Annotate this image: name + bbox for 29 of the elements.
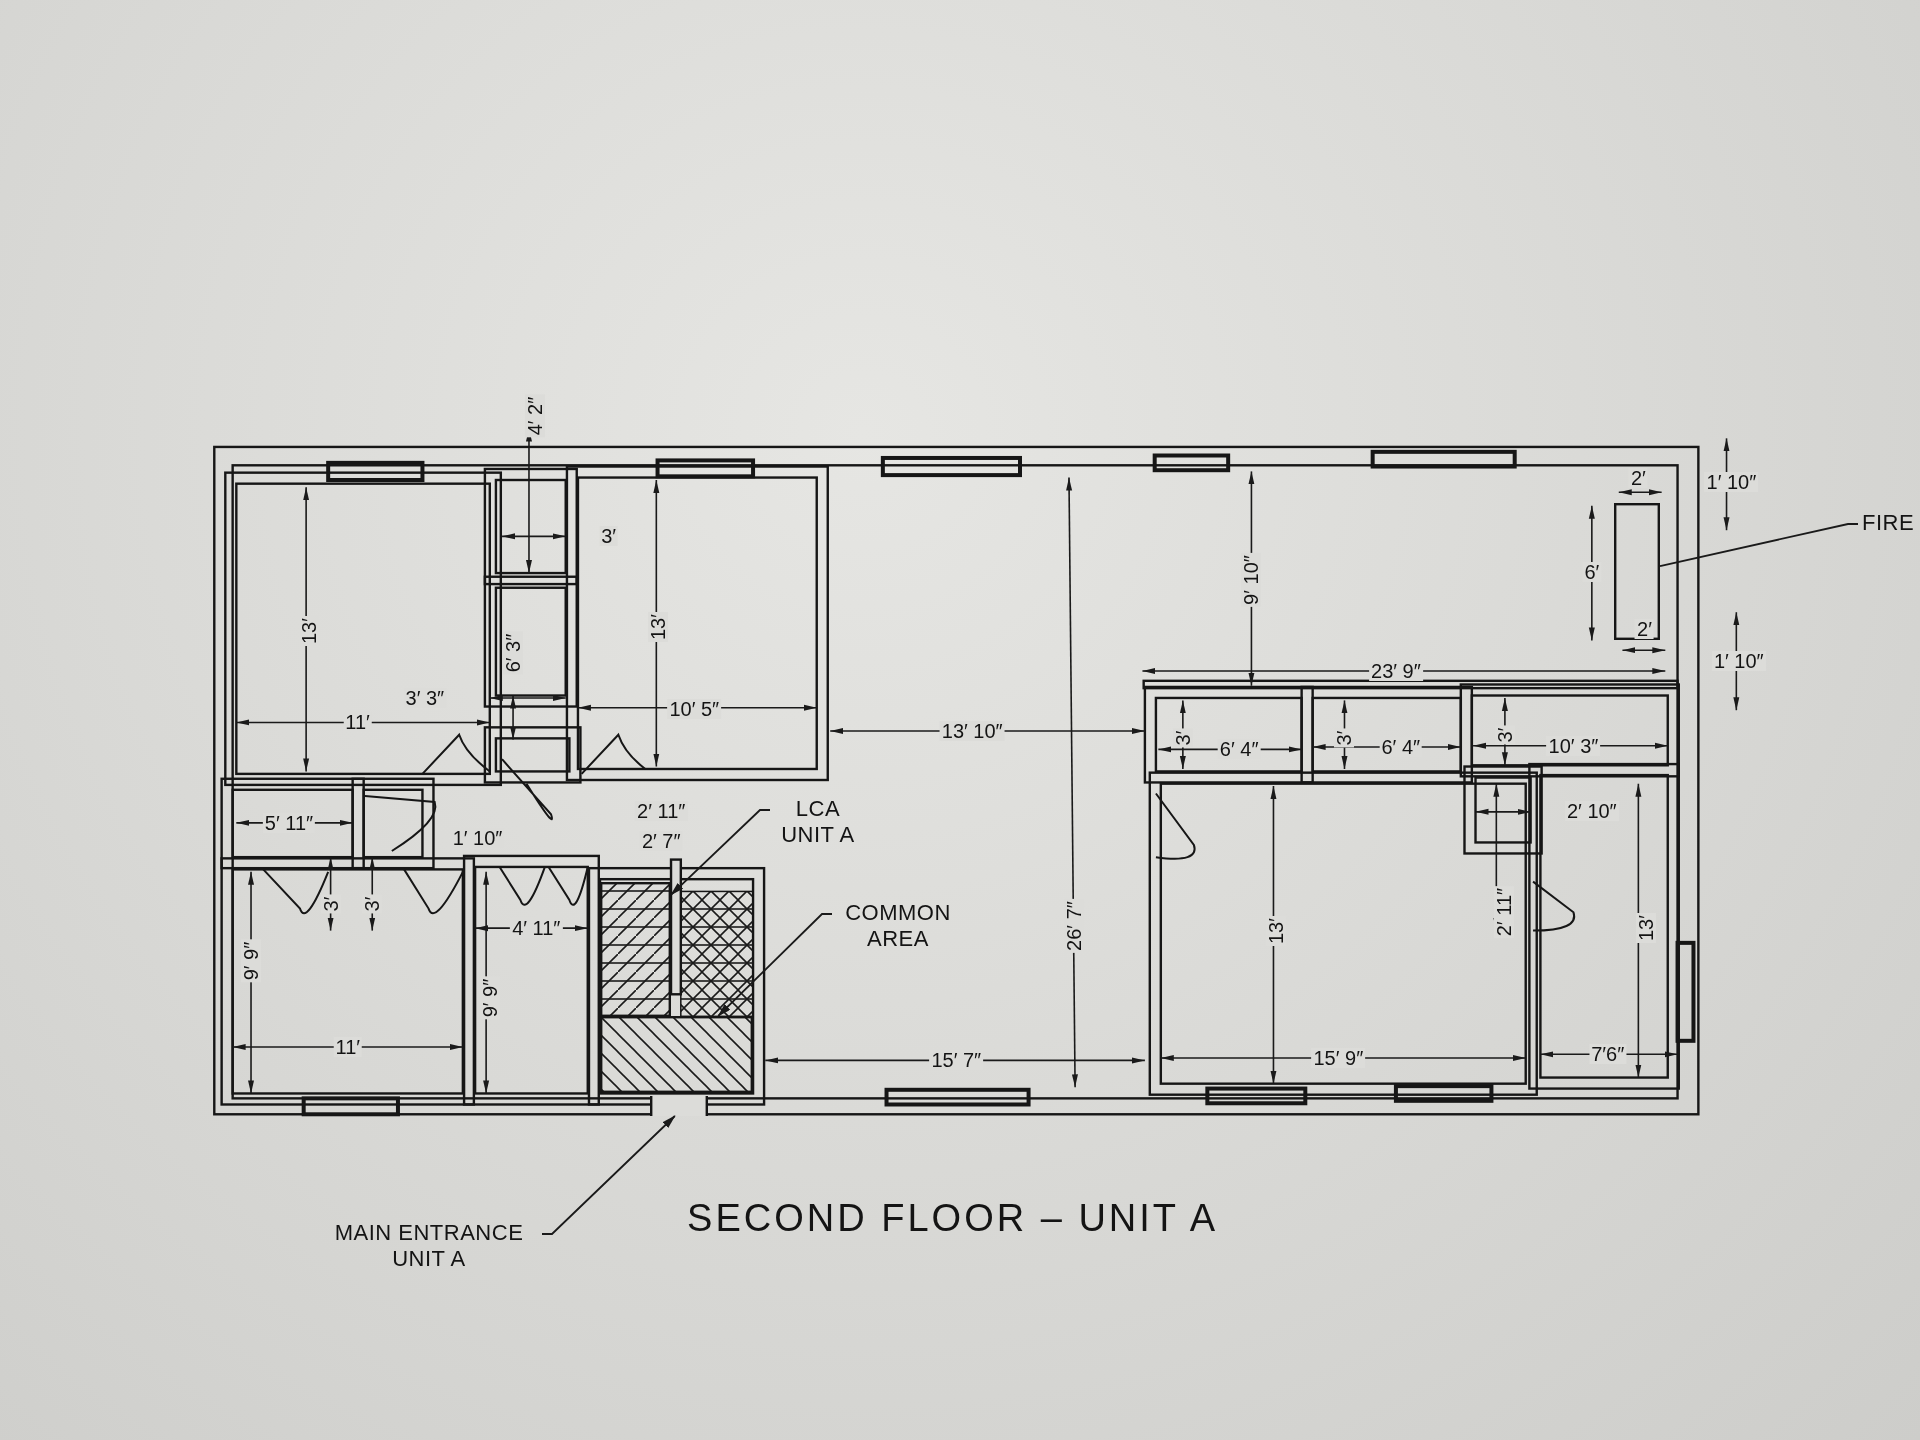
dimension-label: 6′: [1582, 561, 1602, 582]
drawing-title: SECOND FLOOR – UNIT A: [687, 1196, 1219, 1240]
callout-label: COMMON AREA: [844, 900, 952, 953]
dimension-label: 3′: [1334, 728, 1355, 748]
dimension-label: 23′ 9″: [1369, 661, 1423, 681]
dimension-label: 4′ 2″: [525, 395, 546, 438]
callout-label: MAIN ENTRANCE UNIT A: [333, 1220, 525, 1273]
dimension-label: 9′ 9″: [241, 939, 261, 983]
callout-label: FIRE: [1860, 510, 1916, 537]
dimension-label: 6′ 3″: [503, 631, 524, 674]
dimension-label: 1′ 10″: [1704, 472, 1759, 493]
leader-line: [717, 913, 833, 1017]
dimension-label: 11′: [333, 1036, 362, 1057]
dimension-label: 13′ 10″: [939, 721, 1005, 741]
dimension-label: 3′: [599, 526, 618, 547]
dimension-label: 13′: [1635, 913, 1656, 944]
dimension-label: 2′ 10″: [1564, 800, 1619, 821]
dimension-label: 7′6″: [1589, 1044, 1627, 1065]
dimension-label: 2′: [1635, 619, 1654, 640]
leader-line: [670, 809, 771, 896]
callout-label: LCA UNIT A: [780, 796, 856, 849]
dimension-label: 1′ 10″: [1711, 651, 1766, 672]
dimension-label: 10′ 3″: [1546, 735, 1601, 756]
dimension-label: 2′ 11″: [1493, 886, 1514, 939]
leader-line: [1659, 523, 1859, 567]
dimension-label: 13′: [647, 611, 668, 642]
leader-line: [541, 1115, 676, 1235]
dimension-label: 15′ 9″: [1311, 1047, 1366, 1068]
dimension-label: 10′ 5″: [667, 698, 722, 719]
